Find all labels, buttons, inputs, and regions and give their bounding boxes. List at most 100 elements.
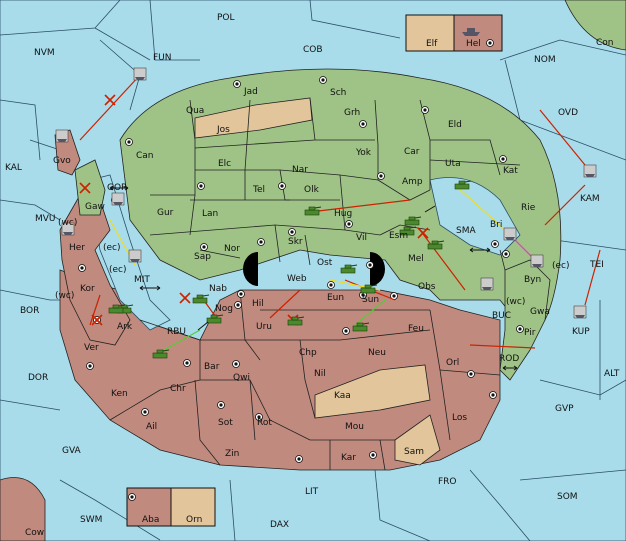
supply-center-dot-30: [491, 393, 495, 397]
sea-MIT: MIT: [134, 275, 150, 285]
fleet-unit-9[interactable]: [530, 254, 544, 268]
fleet-unit-6[interactable]: [573, 305, 587, 319]
supply-centers: [78, 76, 524, 463]
sea-LIT: LIT: [305, 487, 319, 497]
fleet-unit-5[interactable]: [583, 164, 597, 178]
inner-lake[interactable]: [429, 177, 521, 256]
land-Rot: Rot: [257, 418, 272, 428]
sam-territory[interactable]: [394, 414, 441, 466]
coast-ec-her: (ec): [103, 243, 121, 253]
land-Lan: Lan: [202, 209, 218, 219]
army-unit-12[interactable]: [192, 294, 210, 304]
fleet-units[interactable]: [55, 67, 597, 319]
sea-KUP: KUP: [572, 327, 590, 337]
supply-center-dot-18: [504, 252, 508, 256]
land-borders: [109, 97, 521, 471]
land-Gur: Gur: [157, 208, 174, 218]
move-arrow: [544, 184, 586, 226]
supply-center-dot-3: [361, 122, 365, 126]
sea-ALT: ALT: [604, 369, 620, 379]
land-Orl: Orl: [446, 358, 459, 368]
army-unit-0[interactable]: [454, 180, 472, 190]
fleet-unit-1[interactable]: [55, 129, 69, 143]
land-Ken: Ken: [111, 389, 128, 399]
land-Jad: Jad: [243, 87, 258, 97]
army-unit-10[interactable]: [287, 316, 305, 326]
land-Nog: Nog: [215, 304, 233, 314]
sea-RBU: RBU: [167, 327, 186, 337]
marker-left: [243, 252, 258, 286]
land-Sap: Sap: [194, 252, 211, 262]
land-Eun: Eun: [327, 293, 344, 303]
sea-Cow: Cow: [25, 528, 44, 538]
legend-elf-box: [405, 14, 455, 52]
land-Amp: Amp: [402, 177, 423, 187]
land-Gaw: Gaw: [85, 202, 105, 212]
supply-center-dot-15: [368, 263, 372, 267]
supply-center-dot-12: [290, 230, 294, 234]
army-unit-2[interactable]: [404, 216, 422, 226]
army-unit-6[interactable]: [360, 284, 378, 294]
move-arrow: [309, 199, 411, 213]
land-Obs: Obs: [418, 282, 436, 292]
army-unit-5[interactable]: [340, 264, 358, 274]
fleet-unit-4[interactable]: [61, 222, 75, 236]
legend-elf-label: Elf: [426, 39, 438, 49]
sea-SMA: SMA: [456, 226, 476, 236]
coast-wc-her: (wc): [58, 218, 77, 228]
army-unit-13[interactable]: [108, 304, 126, 314]
land-Uru: Uru: [256, 322, 272, 332]
army-unit-9[interactable]: [206, 314, 224, 324]
supply-center-dot-6: [280, 184, 284, 188]
supply-center-dot-26: [257, 415, 261, 419]
land-Uta: Uta: [445, 159, 461, 169]
land-Her: Her: [69, 243, 85, 253]
gaw-territory[interactable]: [74, 159, 106, 216]
army-unit-4[interactable]: [399, 226, 417, 236]
army-unit-7[interactable]: [352, 322, 370, 332]
fleet-unit-7[interactable]: [480, 277, 494, 291]
legend-orn-label: Orn: [186, 515, 202, 525]
supply-center-dot-2: [127, 140, 131, 144]
cow-island[interactable]: [0, 477, 46, 541]
army-units[interactable]: [108, 180, 472, 359]
army-unit-1[interactable]: [304, 206, 322, 216]
sea-KAM: KAM: [580, 194, 600, 204]
sea-DOR: DOR: [28, 373, 48, 383]
fleet-unit-0[interactable]: [133, 67, 147, 81]
supply-center-dot-21: [80, 266, 84, 270]
move-arrow: [79, 74, 141, 141]
supply-center-dot-33: [371, 453, 375, 457]
land-Bar: Bar: [204, 362, 220, 372]
land-Yok: Yok: [355, 148, 372, 158]
land-Elc: Elc: [218, 159, 231, 169]
sea-OVD: OVD: [558, 108, 578, 118]
supply-center-dot-1: [321, 78, 325, 82]
supply-center-dot-11: [347, 222, 351, 226]
sea-labels: POL COB NVM FUN NOM Con OVD KAL MVU BOR …: [5, 13, 620, 538]
sea-FRO: FRO: [438, 477, 457, 487]
land-Bri: Bri: [490, 220, 502, 230]
land-Grh: Grh: [344, 108, 360, 118]
supply-center-dot-23: [88, 364, 92, 368]
land-Hug: Hug: [334, 209, 352, 219]
army-unit-3[interactable]: [427, 240, 445, 250]
sea-BUC: BUC: [492, 311, 511, 321]
legend-orn-box: [170, 487, 216, 527]
sea-ROD: ROD: [499, 354, 519, 364]
land-Kat: Kat: [503, 166, 518, 176]
army-unit-11[interactable]: [152, 349, 170, 359]
fleet-unit-3[interactable]: [128, 249, 142, 263]
land-Ark: Ark: [117, 322, 133, 332]
coast-ec-kor: (ec): [109, 265, 127, 275]
land-Pir: Pir: [524, 328, 536, 338]
fleet-unit-2[interactable]: [111, 192, 125, 206]
fleet-unit-8[interactable]: [503, 227, 517, 241]
coast-wc-gwa: (wc): [506, 297, 525, 307]
land-Qwi: Qwi: [233, 373, 250, 383]
land-Sot: Sot: [218, 418, 233, 428]
coast-tags: (wc) (ec) (ec) (wc) (ec) (wc): [55, 218, 570, 307]
supply-center-dot-28: [344, 329, 348, 333]
land-Nor: Nor: [224, 244, 240, 254]
